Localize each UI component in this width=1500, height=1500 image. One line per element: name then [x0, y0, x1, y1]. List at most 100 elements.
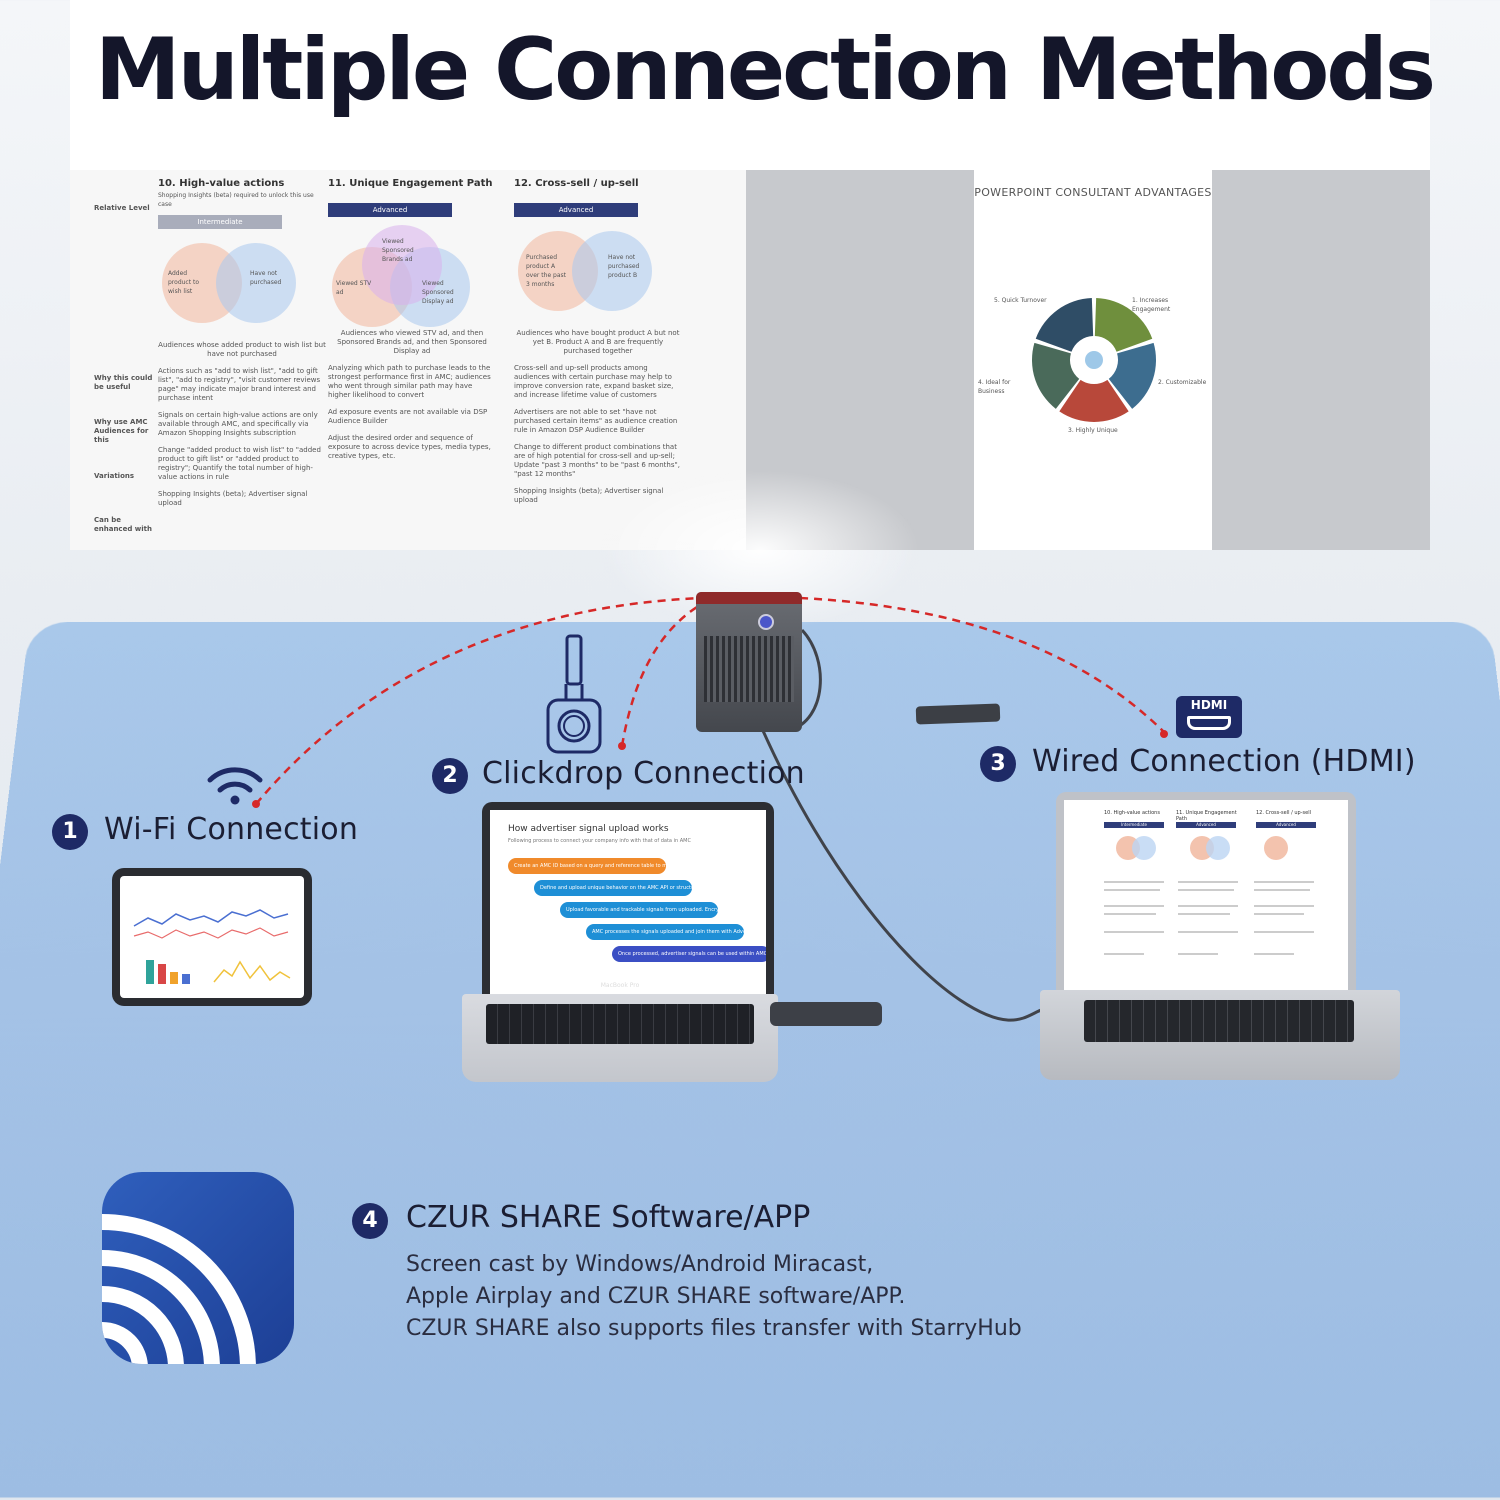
- hdmi-port-shape: [1187, 716, 1231, 730]
- column-enhanced: Shopping Insights (beta); Advertiser sig…: [514, 487, 664, 504]
- wheel-center-icon: [1085, 351, 1103, 369]
- tablet-screen: [120, 876, 304, 998]
- projector: [696, 592, 802, 732]
- step-badge: 1: [52, 814, 88, 850]
- page-title: Multiple Connection Methods: [95, 20, 1436, 120]
- venn-diagram: Purchased product A over the past 3 mont…: [514, 231, 682, 321]
- wheel-segment: [1059, 379, 1129, 422]
- slide-column: 11. Unique Engagement Path Advanced View…: [328, 178, 496, 461]
- hdmi-icon: HDMI: [1176, 696, 1242, 738]
- column-caption: Audiences who have bought product A but …: [516, 329, 680, 355]
- process-step: Create an AMC ID based on a query and re…: [508, 858, 666, 874]
- level-pill: Intermediate: [158, 215, 282, 229]
- laptop-screen: How advertiser signal upload works Follo…: [490, 810, 766, 994]
- clickdrop-transmitter: [770, 1002, 882, 1026]
- step-badge: 2: [432, 758, 468, 794]
- column-enhanced: Shopping Insights (beta); Advertiser sig…: [158, 490, 308, 507]
- venn-diagram: Added product to wish list Have not purc…: [158, 243, 326, 333]
- remote-control: [915, 703, 1001, 725]
- step-badge: 4: [352, 1203, 388, 1239]
- wheel-segment: [1035, 298, 1094, 352]
- row-label: Relative Level: [94, 204, 150, 212]
- venn-label: Viewed STV ad: [336, 280, 372, 296]
- column-amc: Advertisers are not able to set "have no…: [514, 408, 678, 434]
- column-caption: Audiences who viewed STV ad, and then Sp…: [337, 329, 487, 355]
- connector-dot: [618, 742, 626, 750]
- level-pill: Advanced: [328, 203, 452, 217]
- slide-title: How advertiser signal upload works: [508, 824, 669, 834]
- column-amc: Ad exposure events are not available via…: [328, 408, 488, 425]
- keyboard: [1084, 1000, 1354, 1042]
- document-page: POWERPOINT CONSULTANT ADVANTAGES 1. Incr…: [974, 170, 1212, 550]
- wifi-icon: [207, 767, 263, 805]
- column-subtitle: Shopping Insights (beta) required to unl…: [158, 192, 314, 208]
- venn-label: Added product to wish list: [168, 270, 200, 295]
- column-title: 10. High-value actions: [158, 178, 285, 189]
- row-label: Why use AMC Audiences for this: [94, 418, 149, 444]
- process-step: Define and upload unique behavior on the…: [534, 880, 692, 896]
- clickdrop-connection-label: Clickdrop Connection: [482, 756, 805, 791]
- level-pill: Advanced: [514, 203, 638, 217]
- wifi-connection-label: Wi-Fi Connection: [104, 812, 359, 847]
- title-band: [70, 0, 1430, 170]
- keyboard: [486, 1004, 754, 1044]
- czur-share-app-icon: [102, 1172, 294, 1364]
- slide-column: 10. High-value actions Shopping Insights…: [158, 178, 326, 508]
- wifi-connector: [255, 596, 703, 805]
- laptop-brand: MacBook Pro: [600, 982, 640, 989]
- column-title: 12. Cross-sell / up-sell: [514, 178, 639, 189]
- wheel-segment: [1094, 298, 1153, 352]
- document-title: POWERPOINT CONSULTANT ADVANTAGES: [974, 186, 1212, 199]
- hdmi-connector: [799, 596, 1165, 733]
- hdmi-icon-text: HDMI: [1190, 698, 1228, 712]
- clickdrop-dongle-icon: [546, 634, 602, 754]
- laptop-base: MacBook Pro: [462, 982, 778, 1082]
- slide-column-title: 10. High-value actions: [1104, 810, 1160, 816]
- macbook-laptop: How advertiser signal upload works Follo…: [482, 802, 774, 994]
- venn-label: Viewed Sponsored Brands ad: [382, 238, 414, 263]
- venn-diagram: Viewed STV ad Viewed Sponsored Display a…: [328, 225, 496, 327]
- wired-connection-label: Wired Connection (HDMI): [1032, 744, 1416, 779]
- slide-column: 12. Cross-sell / up-sell Advanced Purcha…: [514, 178, 682, 505]
- level-pill: Advanced: [1256, 822, 1316, 828]
- laptop-screen: 10. High-value actions 11. Unique Engage…: [1064, 800, 1348, 990]
- column-why: Analyzing which path to purchase leads t…: [328, 364, 491, 399]
- step-badge: 3: [980, 746, 1016, 782]
- wheel-label: 3. Highly Unique: [1068, 427, 1118, 434]
- software-description-line: Apple Airplay and CZUR SHARE software/AP…: [406, 1284, 906, 1309]
- wheel-label: 4. Ideal for Business: [978, 379, 1011, 395]
- venn-label: Have not purchased product B: [608, 254, 640, 279]
- venn-label: Viewed Sponsored Display ad: [422, 280, 454, 305]
- projector-top: [696, 592, 802, 604]
- tablet: [112, 868, 312, 1006]
- laptop-right: 10. High-value actions 11. Unique Engage…: [1056, 792, 1356, 990]
- row-label: Can be enhanced with: [94, 516, 152, 533]
- level-pill: Intermediate: [1104, 822, 1164, 828]
- column-title: 11. Unique Engagement Path: [328, 178, 493, 189]
- projector-lens: [758, 614, 774, 630]
- software-title: CZUR SHARE Software/APP: [406, 1200, 811, 1235]
- wheel-label: 2. Customizable: [1158, 379, 1207, 386]
- clickdrop-connector: [620, 602, 703, 747]
- venn-label: Have not purchased: [250, 270, 282, 286]
- process-step: Upload favorable and trackable signals f…: [560, 902, 718, 918]
- tablet-charts: [133, 909, 291, 984]
- slide-column-title: 11. Unique Engagement Path: [1176, 810, 1237, 822]
- slide-subtitle: Following process to connect your compan…: [508, 838, 691, 844]
- venn-label: Purchased product A over the past 3 mont…: [526, 254, 567, 288]
- process-step: AMC processes the signals uploaded and j…: [586, 924, 744, 940]
- column-variations: Adjust the desired order and sequence of…: [328, 434, 491, 460]
- hdmi-cable: [758, 723, 1051, 1022]
- column-caption: Audiences whose added product to wish li…: [158, 341, 326, 358]
- column-why: Actions such as "add to wish list", "add…: [158, 367, 321, 402]
- projected-screen: Relative Level Why this could be useful …: [70, 170, 1430, 550]
- projector-grill: [704, 636, 794, 702]
- broadcast-waves-icon: [102, 1214, 256, 1364]
- wheel-label: 1. Increases Engagement: [1132, 297, 1171, 313]
- slide-column-title: 12. Cross-sell / up-sell: [1256, 810, 1311, 816]
- row-label: Variations: [94, 472, 135, 480]
- laptop-base: [1040, 990, 1400, 1080]
- level-pill: Advanced: [1176, 822, 1236, 828]
- column-amc: Signals on certain high-value actions ar…: [158, 411, 318, 437]
- software-description-line: Screen cast by Windows/Android Miracast,: [406, 1252, 874, 1277]
